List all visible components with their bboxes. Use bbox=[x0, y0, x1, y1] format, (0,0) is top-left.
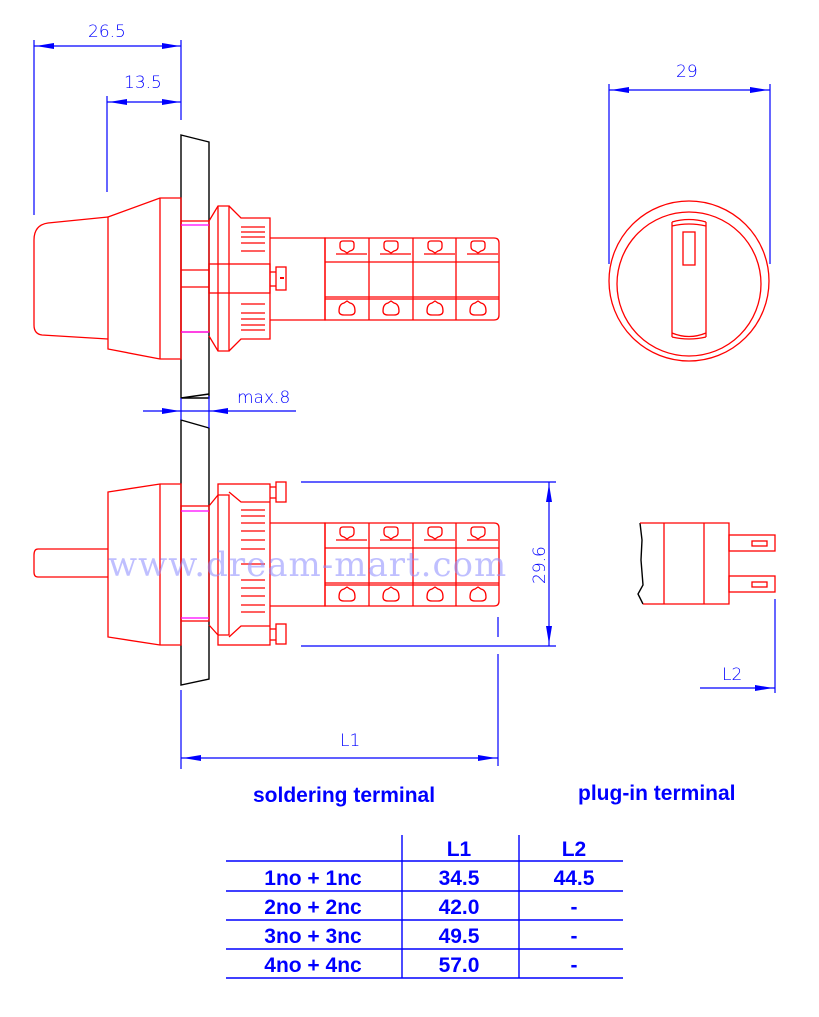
dimension-table: L1 L2 1no + 1nc 34.5 44.5 2no + 2nc 42.0… bbox=[226, 835, 623, 979]
dimension-lines: 26.5 13.5 29 max.8 29.6 L bbox=[33, 22, 776, 769]
terminal-screw-lower bbox=[426, 586, 444, 602]
ribbing-lower bbox=[241, 509, 265, 613]
terminal-screw-lower bbox=[469, 586, 487, 602]
knob-outer-ring bbox=[608, 200, 770, 362]
top-side-view bbox=[33, 134, 500, 399]
terminal-screw-lower bbox=[382, 300, 400, 316]
knob-cap bbox=[33, 216, 109, 340]
terminal-lugs bbox=[336, 240, 498, 316]
row-l1: 42.0 bbox=[439, 896, 480, 919]
table-row: 2no + 2nc 42.0 - bbox=[264, 896, 577, 919]
terminal-screw-upper bbox=[339, 240, 355, 254]
dim-l2: L2 bbox=[722, 665, 742, 685]
plug-pin-lower bbox=[728, 575, 776, 593]
caption-soldering-terminal: soldering terminal bbox=[253, 784, 435, 807]
row-l1: 57.0 bbox=[439, 954, 480, 977]
row-l2: - bbox=[571, 925, 578, 948]
terminal-screw-lower bbox=[426, 300, 444, 316]
terminal-screw-lower bbox=[382, 586, 400, 602]
panel-section-upper bbox=[180, 134, 210, 399]
plugin-view bbox=[637, 522, 776, 605]
row-l2: - bbox=[571, 954, 578, 977]
table-header-l1: L1 bbox=[447, 838, 472, 861]
row-config: 3no + 3nc bbox=[264, 925, 362, 948]
table-row: 4no + 4nc 57.0 - bbox=[264, 954, 577, 977]
table-row: 1no + 1nc 34.5 44.5 bbox=[264, 867, 594, 890]
row-l1: 34.5 bbox=[439, 867, 480, 890]
dim-terminal-height: 29.6 bbox=[530, 546, 550, 584]
terminal-screw-upper bbox=[427, 526, 443, 540]
terminal-screw-upper bbox=[470, 526, 486, 540]
terminal-screw-lower bbox=[469, 300, 487, 316]
terminal-screw-upper bbox=[427, 240, 443, 254]
knob-body bbox=[107, 197, 182, 360]
terminal-screw-lower bbox=[338, 586, 356, 602]
plug-pin-upper bbox=[728, 534, 776, 552]
table-header-l2: L2 bbox=[562, 838, 587, 861]
row-l2: 44.5 bbox=[554, 867, 595, 890]
row-config: 1no + 1nc bbox=[264, 867, 362, 890]
ribbing bbox=[241, 226, 265, 331]
caption-plugin-terminal: plug-in terminal bbox=[578, 782, 736, 805]
terminal-screw-upper bbox=[383, 526, 399, 540]
watermark: www.dream-mart.com bbox=[108, 545, 507, 585]
knob-shaft bbox=[33, 548, 108, 578]
bottom-side-view bbox=[33, 419, 500, 686]
dim-panel-thickness: max.8 bbox=[237, 388, 290, 408]
dim-front-length: 13.5 bbox=[124, 73, 162, 93]
row-config: 2no + 2nc bbox=[264, 896, 362, 919]
dim-l1: L1 bbox=[340, 731, 360, 751]
dim-overall-length: 26.5 bbox=[88, 22, 126, 42]
screw-head bbox=[275, 266, 287, 291]
front-view bbox=[608, 200, 770, 362]
terminal-screw-upper bbox=[470, 240, 486, 254]
terminal-screw-upper bbox=[339, 526, 355, 540]
indicator-mark bbox=[682, 231, 696, 266]
row-l1: 49.5 bbox=[439, 925, 480, 948]
row-config: 4no + 4nc bbox=[264, 954, 362, 977]
table-row: 3no + 3nc 49.5 - bbox=[264, 925, 577, 948]
contact-block bbox=[324, 237, 500, 321]
terminal-screw-lower bbox=[338, 300, 356, 316]
row-l2: - bbox=[571, 896, 578, 919]
dim-knob-diameter: 29 bbox=[676, 62, 698, 82]
terminal-screw-upper bbox=[383, 240, 399, 254]
